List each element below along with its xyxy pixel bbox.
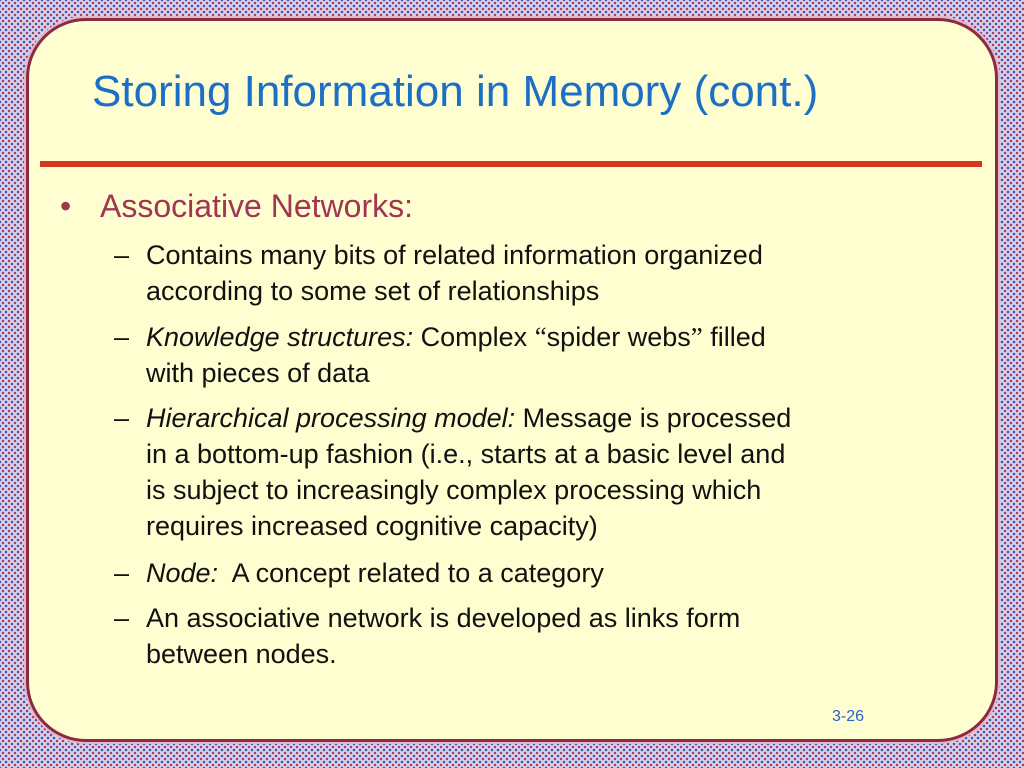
title-divider bbox=[40, 161, 982, 167]
sub-item-line: between nodes. bbox=[146, 639, 337, 669]
sub-item-line: with pieces of data bbox=[146, 358, 370, 388]
dash-marker: – bbox=[114, 558, 130, 588]
sub-item-line: An associative network is developed as l… bbox=[146, 603, 741, 633]
page-number: 3-26 bbox=[832, 708, 865, 725]
sub-item-line: requires increased cognitive capacity) bbox=[146, 511, 598, 541]
dash-marker: – bbox=[114, 322, 130, 352]
bullet-label: Associative Networks: bbox=[100, 188, 413, 224]
sub-item-line: in a bottom-up fashion (i.e., starts at … bbox=[146, 439, 786, 469]
slide-title: Storing Information in Memory (cont.) bbox=[92, 67, 819, 116]
bullet-marker: • bbox=[60, 188, 72, 224]
sub-item-text: A concept related to a category bbox=[218, 558, 604, 588]
close-quote: ” bbox=[690, 322, 703, 352]
term-knowledge-structures: Knowledge structures: bbox=[146, 322, 414, 352]
quoted-text: spider webs bbox=[546, 322, 691, 352]
sub-item-text: filled bbox=[702, 322, 766, 352]
sub-item-line: Contains many bits of related informatio… bbox=[146, 240, 763, 270]
slide-panel bbox=[26, 18, 998, 742]
open-quote: “ bbox=[534, 322, 547, 352]
term-hierarchical-processing-model: Hierarchical processing model: bbox=[146, 403, 516, 433]
sub-item-line: according to some set of relationships bbox=[146, 276, 600, 306]
sub-item-line: is subject to increasingly complex proce… bbox=[146, 475, 762, 505]
term-node: Node: bbox=[146, 558, 219, 588]
bullet-associative-networks: • Associative Networks: bbox=[60, 186, 413, 226]
sub-item-text: Message is processed bbox=[515, 403, 792, 433]
dash-marker: – bbox=[114, 240, 130, 270]
sub-item-text: Complex bbox=[413, 322, 535, 352]
dash-marker: – bbox=[114, 403, 130, 433]
dash-marker: – bbox=[114, 603, 130, 633]
